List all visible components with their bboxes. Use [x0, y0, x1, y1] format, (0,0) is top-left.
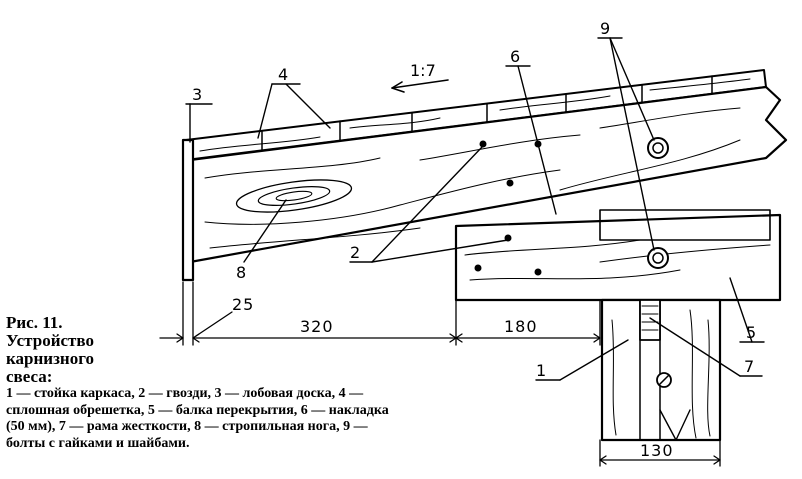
frame-post: [600, 298, 722, 442]
leader-lines: [185, 37, 765, 441]
slope-label: 1:7: [410, 61, 436, 80]
splice-plate: [599, 209, 771, 241]
callout-4: 4: [278, 65, 288, 84]
callout-8: 8: [236, 263, 246, 282]
fascia-board: [181, 138, 195, 282]
legend-line-4: болты с гайками и шайбами.: [6, 435, 190, 451]
nails: [474, 140, 542, 276]
dimension-320: 320: [300, 317, 334, 336]
ceiling-joist: [454, 213, 782, 302]
callout-3: 3: [192, 85, 202, 104]
dimension-180: 180: [504, 317, 538, 336]
figure-title-line-2: карнизного: [6, 349, 95, 368]
legend-line-1: 1 — стойка каркаса, 2 — гвозди, 3 — лобо…: [6, 386, 364, 401]
figure-caption: Рис. 11. Устройство карнизного свеса: 1 …: [6, 314, 506, 452]
rafter: [188, 85, 788, 264]
callout-6: 6: [510, 47, 520, 66]
callout-1: 1: [536, 361, 546, 380]
bolts: [647, 137, 672, 388]
dimension-130: 130: [640, 441, 674, 460]
legend-line-2: сплошная обрешетка, 5 — балка перекрытия…: [6, 402, 389, 418]
legend-line-3: (50 мм), 7 — рама жесткости, 8 — стропил…: [6, 419, 368, 434]
dimension-25: 25: [232, 295, 254, 314]
callout-7: 7: [744, 357, 754, 376]
figure-title-line-1: Устройство: [6, 331, 94, 350]
figure-number: Рис. 11.: [6, 313, 63, 332]
slope-arrow: [391, 79, 449, 93]
callout-5: 5: [746, 323, 756, 342]
callout-2: 2: [350, 243, 360, 262]
stiffening-frame: [639, 299, 661, 341]
dimension-lines: [159, 281, 721, 467]
figure-title-line-3: свеса:: [6, 367, 53, 386]
callout-9: 9: [600, 19, 610, 38]
